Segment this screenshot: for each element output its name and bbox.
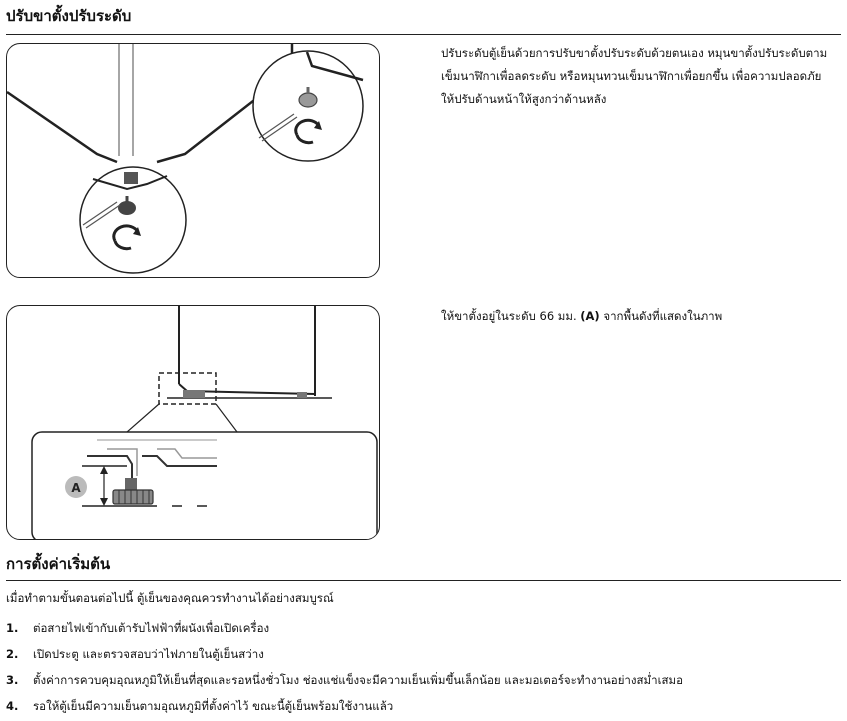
setup-step: 2. เปิดประตู และตรวจสอบว่าไฟภายในตู้เย็นส… xyxy=(6,641,683,667)
heading-divider xyxy=(6,34,841,35)
foot-height-text-after: จากพื้นดังที่แสดงในภาพ xyxy=(599,309,723,323)
foot-height-text-before: ให้ขาตั้งอยู่ในระดับ 66 มม. xyxy=(441,309,581,323)
foot-height-callout-ref: (A) xyxy=(580,309,600,323)
step-text: เปิดประตู และตรวจสอบว่าไฟภายในตู้เย็นสว่… xyxy=(33,647,264,661)
setup-step: 3. ตั้งค่าการควบคุมอุณหภูมิให้เย็นที่สุดแ… xyxy=(6,667,683,693)
step-text: ตั้งค่าการควบคุมอุณหภูมิให้เย็นที่สุดและ… xyxy=(33,673,684,687)
step-number: 1. xyxy=(6,621,19,635)
leveling-feet-instructions: ปรับระดับตู้เย็นด้วยการปรับขาตั้งปรับระด… xyxy=(441,46,828,106)
setup-step: 1. ต่อสายไฟเข้ากับเต้ารับไฟฟ้าที่ผนังเพื่… xyxy=(6,615,683,641)
setup-steps-list: 1. ต่อสายไฟเข้ากับเต้ารับไฟฟ้าที่ผนังเพื่… xyxy=(6,615,683,719)
zoom-circle-front-foot xyxy=(79,166,187,274)
foot-height-illustration: A xyxy=(6,305,380,540)
foot-height-instructions: ให้ขาตั้งอยู่ในระดับ 66 มม. (A) จากพื้นด… xyxy=(441,305,836,328)
step-text: รอให้ตู้เย็นมีความเย็นตามอุณหภูมิที่ตั้ง… xyxy=(33,699,394,713)
heading-divider-2 xyxy=(6,580,841,581)
step-number: 2. xyxy=(6,647,19,661)
detail-inset xyxy=(31,431,378,539)
foot-height-drawing: A xyxy=(31,306,378,539)
leveling-feet-drawing xyxy=(7,44,364,274)
step-text: ต่อสายไฟเข้ากับเต้ารับไฟฟ้าที่ผนังเพื่อเ… xyxy=(33,621,270,635)
section-heading-initial-setup: การตั้งค่าเริ่มต้น xyxy=(6,555,111,573)
dimension-callout-a xyxy=(65,476,87,498)
dimension-callout-label: A xyxy=(71,481,81,495)
setup-step: 4. รอให้ตู้เย็นมีความเย็นตามอุณหภูมิที่ตั… xyxy=(6,693,683,719)
step-number: 3. xyxy=(6,673,19,687)
detail-selection-box xyxy=(158,372,217,405)
section-heading-leveling-feet: ปรับขาตั้งปรับระดับ xyxy=(6,7,132,25)
leveling-feet-illustration xyxy=(6,43,380,278)
setup-intro: เมื่อทำตามขั้นตอนต่อไปนี้ ตู้เย็นของคุณค… xyxy=(6,591,334,605)
step-number: 4. xyxy=(6,699,19,713)
